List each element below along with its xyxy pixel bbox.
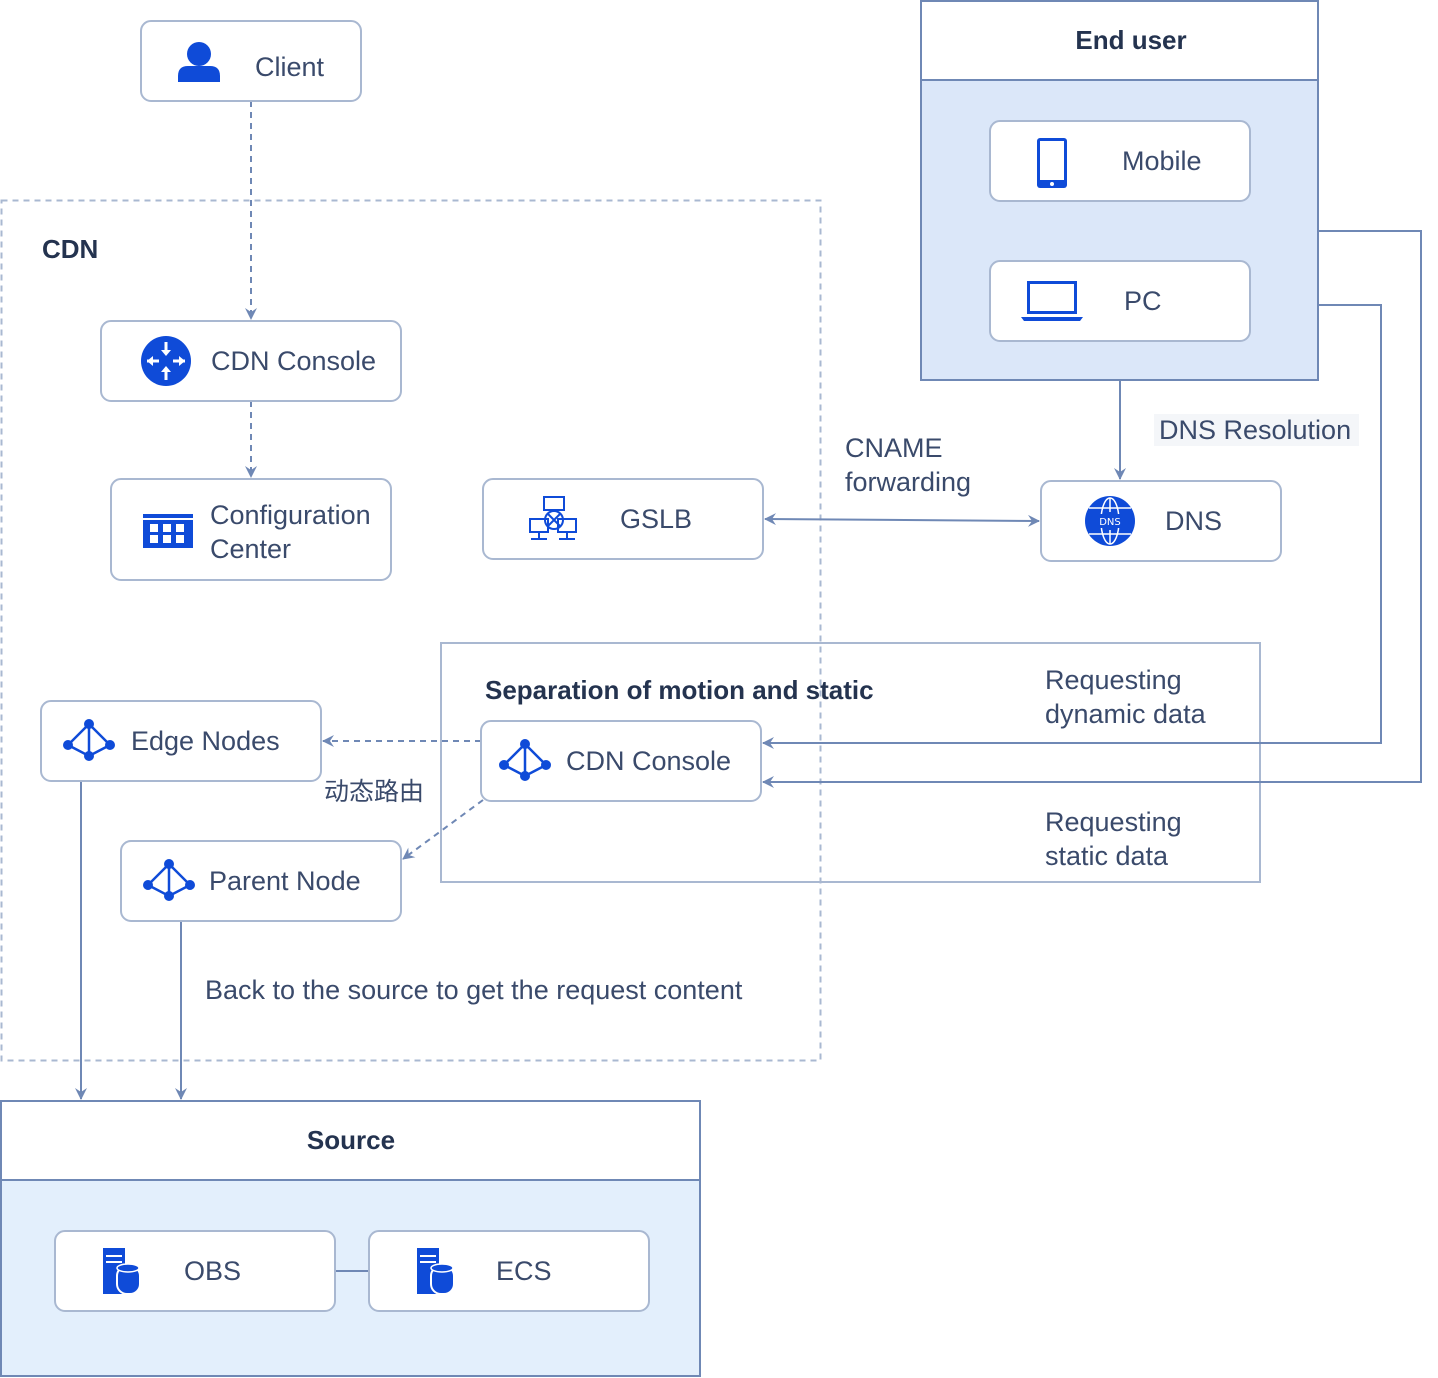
- dynamic-routing-label: 动态路由: [324, 777, 424, 806]
- end-user-pool-header: [920, 0, 1319, 81]
- router-icon: [141, 336, 191, 386]
- static-label-line2: static data: [1045, 841, 1169, 871]
- separation-cdn-console-label: CDN Console: [566, 746, 731, 776]
- cdn-console-node[interactable]: CDN Console: [100, 320, 402, 402]
- dynamic-label-line1: Requesting: [1045, 665, 1182, 695]
- ecs-node[interactable]: ECS: [368, 1230, 650, 1312]
- separation-pool-title: Separation of motion and static: [485, 675, 874, 705]
- separation-pool: [440, 642, 1261, 883]
- gslb-node-box: [482, 478, 764, 560]
- dns-node[interactable]: DNS: [1040, 480, 1282, 562]
- network-node-icon: [499, 739, 551, 781]
- cdn-console-label: CDN Console: [211, 346, 376, 376]
- cname-label-line1: CNAME: [845, 433, 943, 463]
- source-pool-header: [0, 1100, 701, 1181]
- static-label-line1: Requesting: [1045, 807, 1182, 837]
- dynamic-label-line2: dynamic data: [1045, 699, 1207, 729]
- gslb-label: GSLB: [620, 504, 692, 534]
- pc-node[interactable]: PC: [989, 260, 1251, 342]
- obs-node[interactable]: OBS: [54, 1230, 336, 1312]
- configuration-center-label-line1: Configuration: [210, 500, 371, 530]
- storage-server-icon: [417, 1248, 455, 1295]
- edge-pc-dynamic-request: [762, 304, 1382, 749]
- person-icon: [178, 42, 220, 82]
- configuration-center-label-line2: Center: [210, 534, 291, 564]
- edge-nodes-node-box: [40, 700, 322, 782]
- mobile-node-box: [989, 120, 1251, 202]
- configuration-center-node[interactable]: Configuration Center: [110, 478, 392, 581]
- dns-globe-badge: DNS: [1099, 517, 1121, 528]
- edge-nodes-node[interactable]: Edge Nodes: [40, 700, 322, 782]
- parent-node-node[interactable]: Parent Node: [120, 840, 402, 922]
- edge-nodes-label: Edge Nodes: [131, 726, 280, 756]
- dashboard-icon: [143, 514, 193, 548]
- edge-gslb-dns-cname: [764, 513, 1040, 527]
- dns-label: DNS: [1165, 506, 1222, 536]
- smartphone-icon: [1037, 138, 1067, 188]
- client-label: Client: [255, 52, 325, 82]
- connectors: [75, 101, 1422, 1272]
- network-node-icon: [143, 859, 195, 901]
- mobile-label: Mobile: [1122, 146, 1202, 176]
- cname-forwarding-label: CNAME forwarding: [845, 433, 971, 497]
- dns-resolution-label: DNS Resolution: [1159, 415, 1351, 445]
- separation-cdn-console-node[interactable]: CDN Console: [480, 720, 762, 802]
- edge-end-user-static-request: [762, 230, 1422, 788]
- client-node[interactable]: Client: [140, 20, 362, 102]
- dns-node-box: [1040, 480, 1282, 562]
- dns-resolution-label-bg: [1154, 414, 1359, 446]
- cname-label-line2: forwarding: [845, 467, 971, 497]
- configuration-center-node-box: [110, 478, 392, 581]
- requesting-dynamic-label: Requesting dynamic data: [1045, 665, 1207, 729]
- separation-pool-border: [440, 642, 1261, 883]
- parent-node-label: Parent Node: [209, 866, 361, 896]
- client-node-box: [140, 20, 362, 102]
- dns-globe-icon: [1085, 496, 1135, 546]
- requesting-static-label: Requesting static data: [1045, 807, 1182, 871]
- cdn-pool: CDN: [0, 199, 822, 1062]
- back-to-source-label: Back to the source to get the request co…: [205, 975, 743, 1005]
- mobile-node[interactable]: Mobile: [989, 120, 1251, 202]
- parent-node-box: [120, 840, 402, 922]
- edge-sep-console-to-parent-node: [402, 799, 484, 860]
- source-pool-title: Source: [307, 1125, 395, 1155]
- cdn-pool-title: CDN: [42, 234, 98, 264]
- obs-label: OBS: [184, 1256, 241, 1286]
- storage-server-icon: [103, 1248, 141, 1295]
- separation-cdn-console-node-box: [480, 720, 762, 802]
- pc-label: PC: [1124, 286, 1162, 316]
- cdn-pool-border: [0, 199, 822, 1062]
- end-user-pool-title: End user: [1075, 25, 1186, 55]
- load-balancer-icon: [529, 496, 577, 540]
- ecs-label: ECS: [496, 1256, 552, 1286]
- gslb-node[interactable]: GSLB: [482, 478, 764, 560]
- network-node-icon: [63, 719, 115, 761]
- laptop-icon: [1021, 281, 1083, 321]
